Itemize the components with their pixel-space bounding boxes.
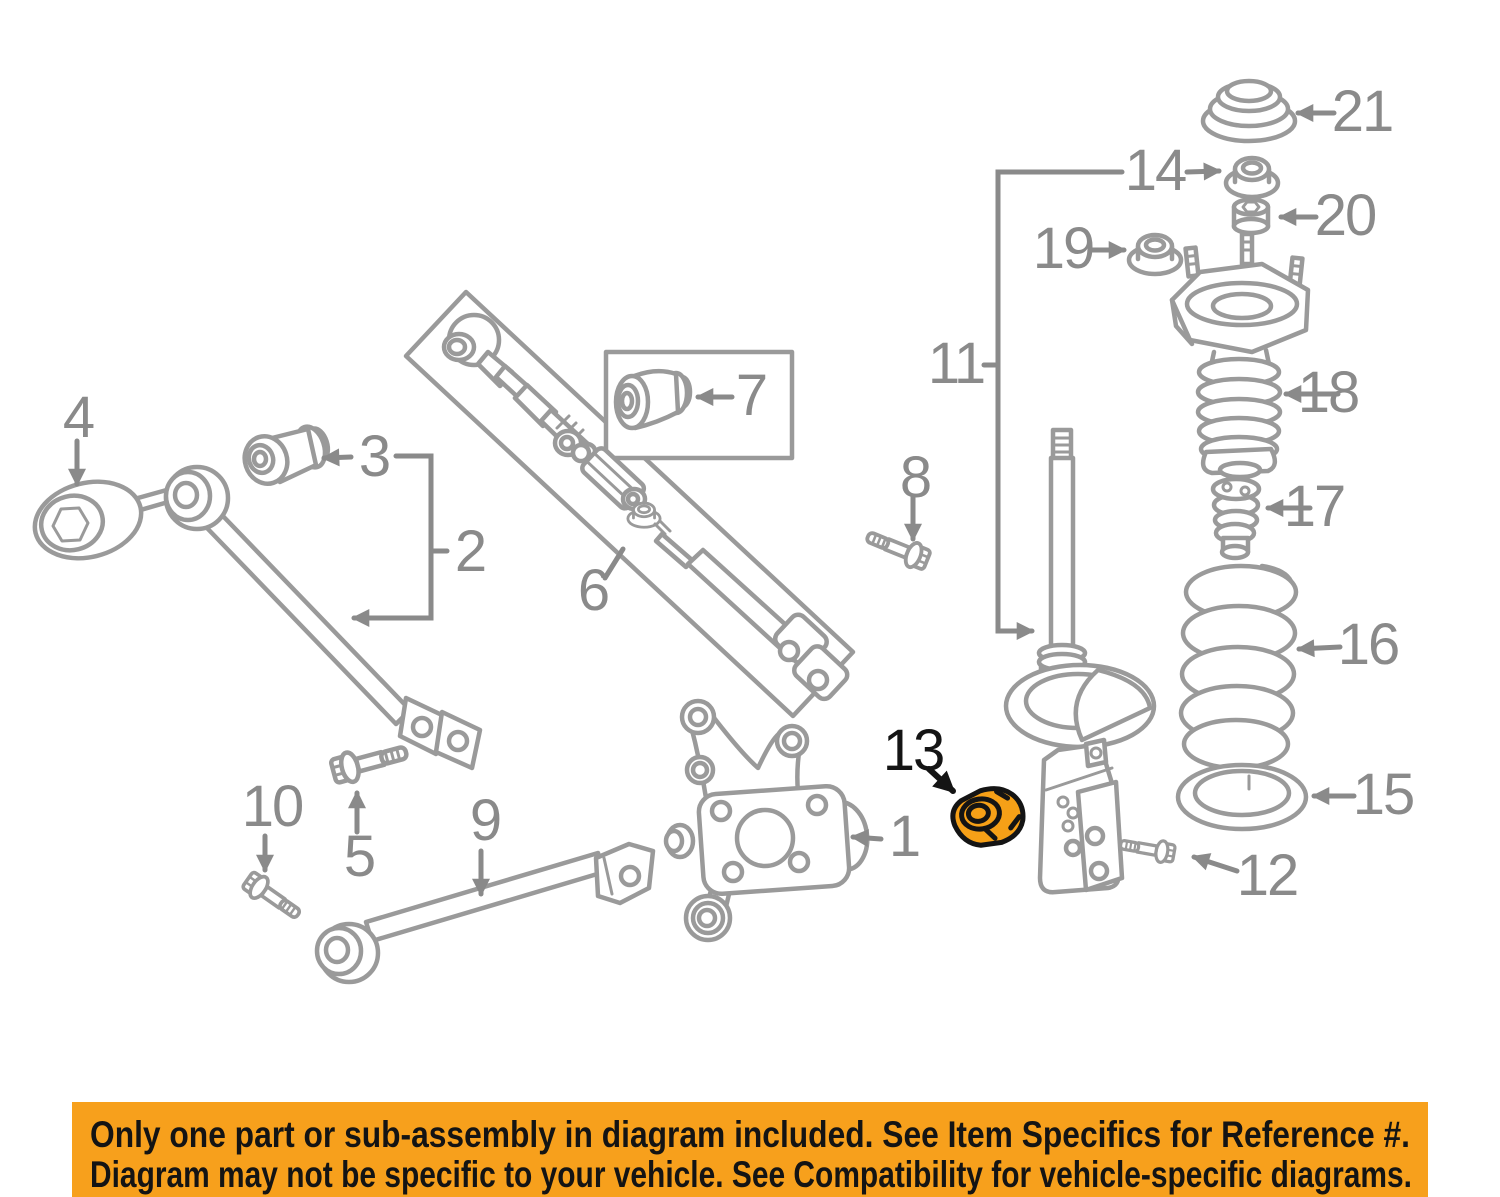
label-2: 2 [455,519,485,584]
part-8-bolt [861,522,934,575]
part-3-bushing [242,424,331,486]
part-20-spacer [1231,197,1271,236]
label-20: 20 [1315,183,1376,248]
part-17-bump-stop [1210,476,1262,561]
part-2-lateral-arm [163,464,483,771]
part-7-bushing [613,368,693,431]
label-14: 14 [1125,138,1186,203]
label-9: 9 [470,788,500,853]
part-6-adjust-rod [441,312,850,702]
label-21: 21 [1332,79,1393,144]
part-1-knuckle [663,698,870,943]
label-8: 8 [900,445,930,510]
label-12: 12 [1237,843,1298,908]
label-3: 3 [359,424,389,489]
part-13-highlighted-nut [950,786,1026,848]
part-16-coil-spring [1178,563,1299,771]
label-15: 15 [1353,762,1414,827]
part-5-bolt [330,738,410,786]
disclaimer-line-1: Only one part or sub-assembly in diagram… [90,1114,1410,1155]
label-7: 7 [736,363,766,428]
label-19: 19 [1033,216,1094,281]
label-6: 6 [578,558,608,623]
reference-labels: 1 2 3 4 5 6 7 8 9 10 11 12 13 14 15 16 1… [63,79,1415,908]
part-21-cap [1200,78,1298,144]
label-16: 16 [1338,612,1399,677]
label-17: 17 [1284,474,1345,539]
label-5: 5 [344,824,374,889]
label-10: 10 [242,774,303,839]
label-18: 18 [1298,360,1359,425]
label-13-highlighted: 13 [883,718,944,783]
part-15-spring-seat [1175,762,1309,832]
disclaimer-banner: Only one part or sub-assembly in diagram… [72,1102,1428,1197]
part-18-support-boot [1169,231,1311,480]
label-4: 4 [63,385,94,450]
part-11-strut [1003,427,1157,895]
disclaimer-background [72,1102,1428,1197]
part-14-nut [1226,158,1278,197]
part-10-bolt [238,867,307,927]
part-12-bolt [1117,832,1178,867]
label-11: 11 [928,331,984,396]
part-19-nut [1129,235,1181,274]
label-1: 1 [889,804,919,869]
leader-lines [68,104,1357,897]
part-9-trailing-arm [314,841,656,985]
disclaimer-line-2: Diagram may not be specific to your vehi… [90,1154,1412,1195]
